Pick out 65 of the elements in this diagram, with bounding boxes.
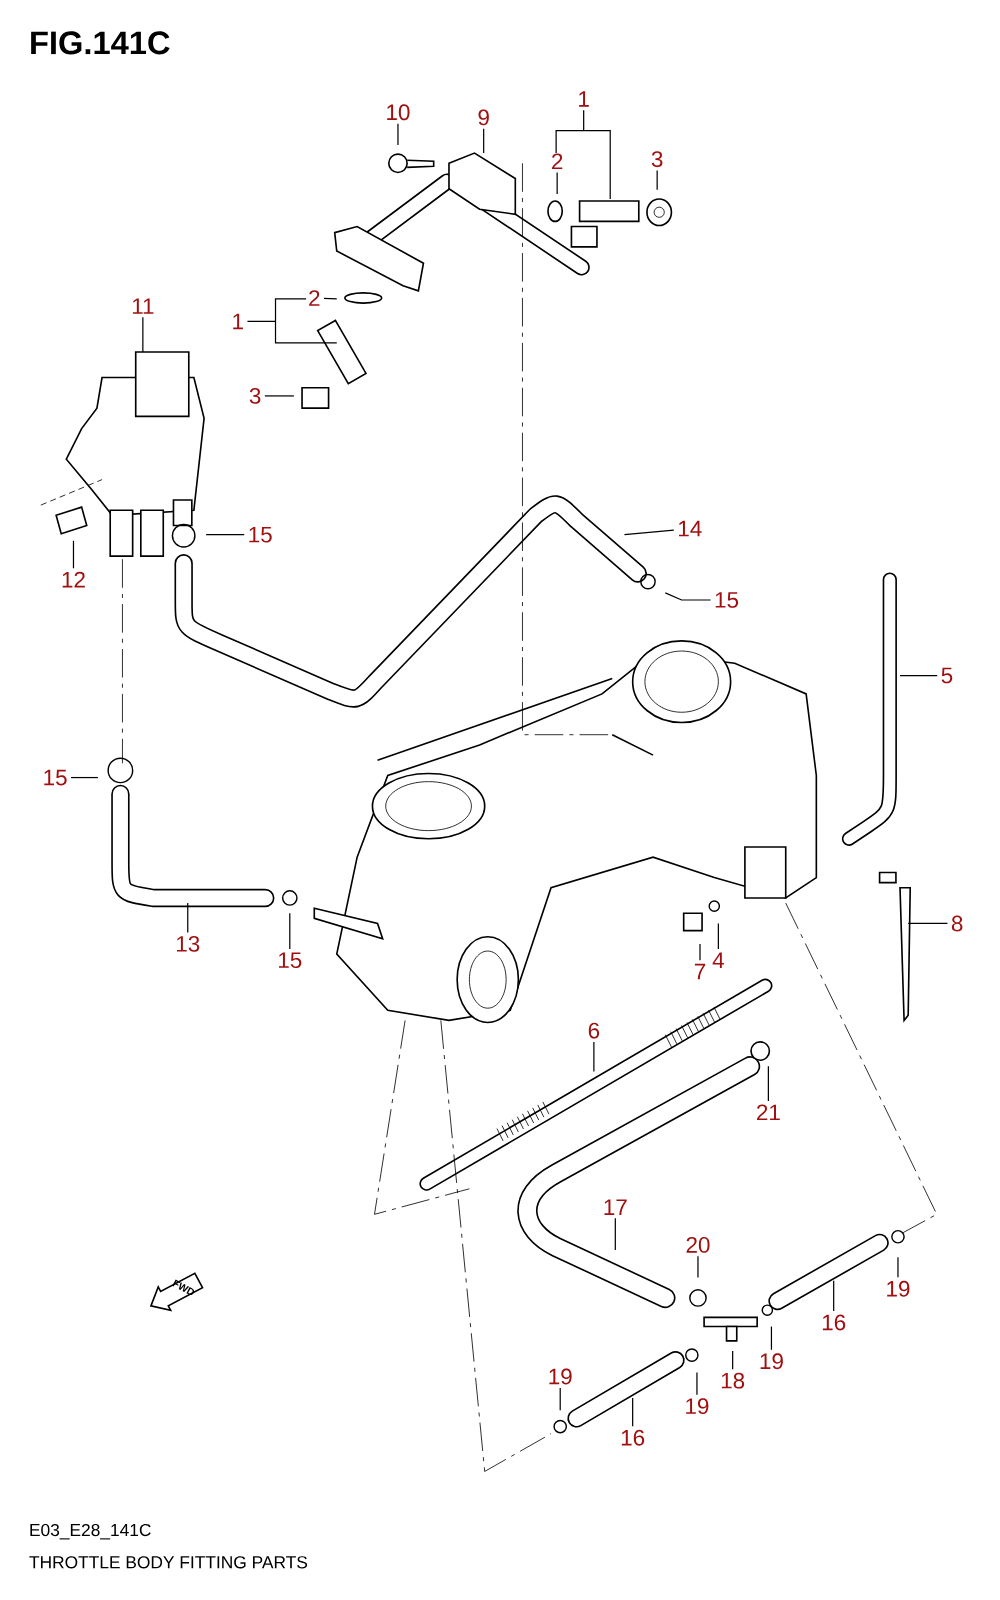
callout-number: 21 [757,1104,780,1121]
callout-number: 5 [941,667,953,684]
callout-number: 1 [233,313,243,330]
leader-line [696,1371,698,1396]
leader-line [555,109,611,200]
callout-number: 19 [549,1368,572,1385]
leader-line [323,297,338,300]
callout-number: 20 [686,1237,710,1253]
callout-number: 16 [621,1429,645,1446]
figure-title: FIG.141C [31,31,170,55]
leader-line [717,922,719,950]
leader-line [664,592,712,601]
leader-line [483,128,485,154]
caption: THROTTLE BODY FITTING PARTS [29,1556,308,1569]
leader-line [833,1280,835,1312]
leader-line [397,123,399,146]
callout-number: 19 [887,1280,910,1297]
leader-line [72,540,75,569]
leader-line [623,529,675,536]
leader-line [264,395,295,397]
leader-line [632,1397,634,1427]
leader-line [907,922,949,925]
callout-number: 2 [552,153,563,170]
leader-line [142,316,144,353]
callout-number: 3 [651,151,663,168]
callout-number: 16 [822,1314,846,1331]
callout-number: 12 [62,571,85,588]
leader-line [593,1041,595,1073]
leader-line [556,171,558,195]
callout-number: 7 [694,963,706,980]
callout-number: 14 [679,520,702,537]
callout-number: 15 [249,526,272,543]
callout-number: 17 [604,1199,627,1215]
drawing-code: E03_E28_141C [30,1523,151,1540]
callout-number: 10 [387,104,410,121]
callout-number: 8 [951,915,963,932]
callout-number: 9 [478,109,489,126]
leader-line [899,674,938,677]
callout-number: 18 [721,1372,745,1389]
callout-number: 15 [44,769,67,786]
leader-line [767,1065,769,1102]
callout-number: 3 [249,388,261,404]
leader-line [699,943,701,961]
leader-line [770,1325,773,1351]
leader-line [697,1255,699,1279]
callout-number: 19 [760,1353,783,1370]
callout-number: 13 [176,935,200,952]
callout-number: 15 [279,952,302,969]
leader-line [897,1256,899,1278]
leader-line [246,298,338,344]
callout-number: 2 [309,290,320,306]
callout-number: 6 [588,1022,600,1039]
callout-number: 4 [712,952,724,968]
callout-number: 11 [132,298,154,314]
leader-line [205,534,245,536]
leader-line [70,776,99,779]
leader-line [559,1387,561,1411]
leader-line [614,1217,616,1251]
leader-line [732,1350,734,1370]
leader-line [656,170,658,191]
callout-number: 15 [715,592,739,608]
callout-number: 19 [686,1398,709,1415]
leader-line [187,902,189,934]
callout-number: 1 [579,91,589,107]
leader-line [289,912,291,950]
